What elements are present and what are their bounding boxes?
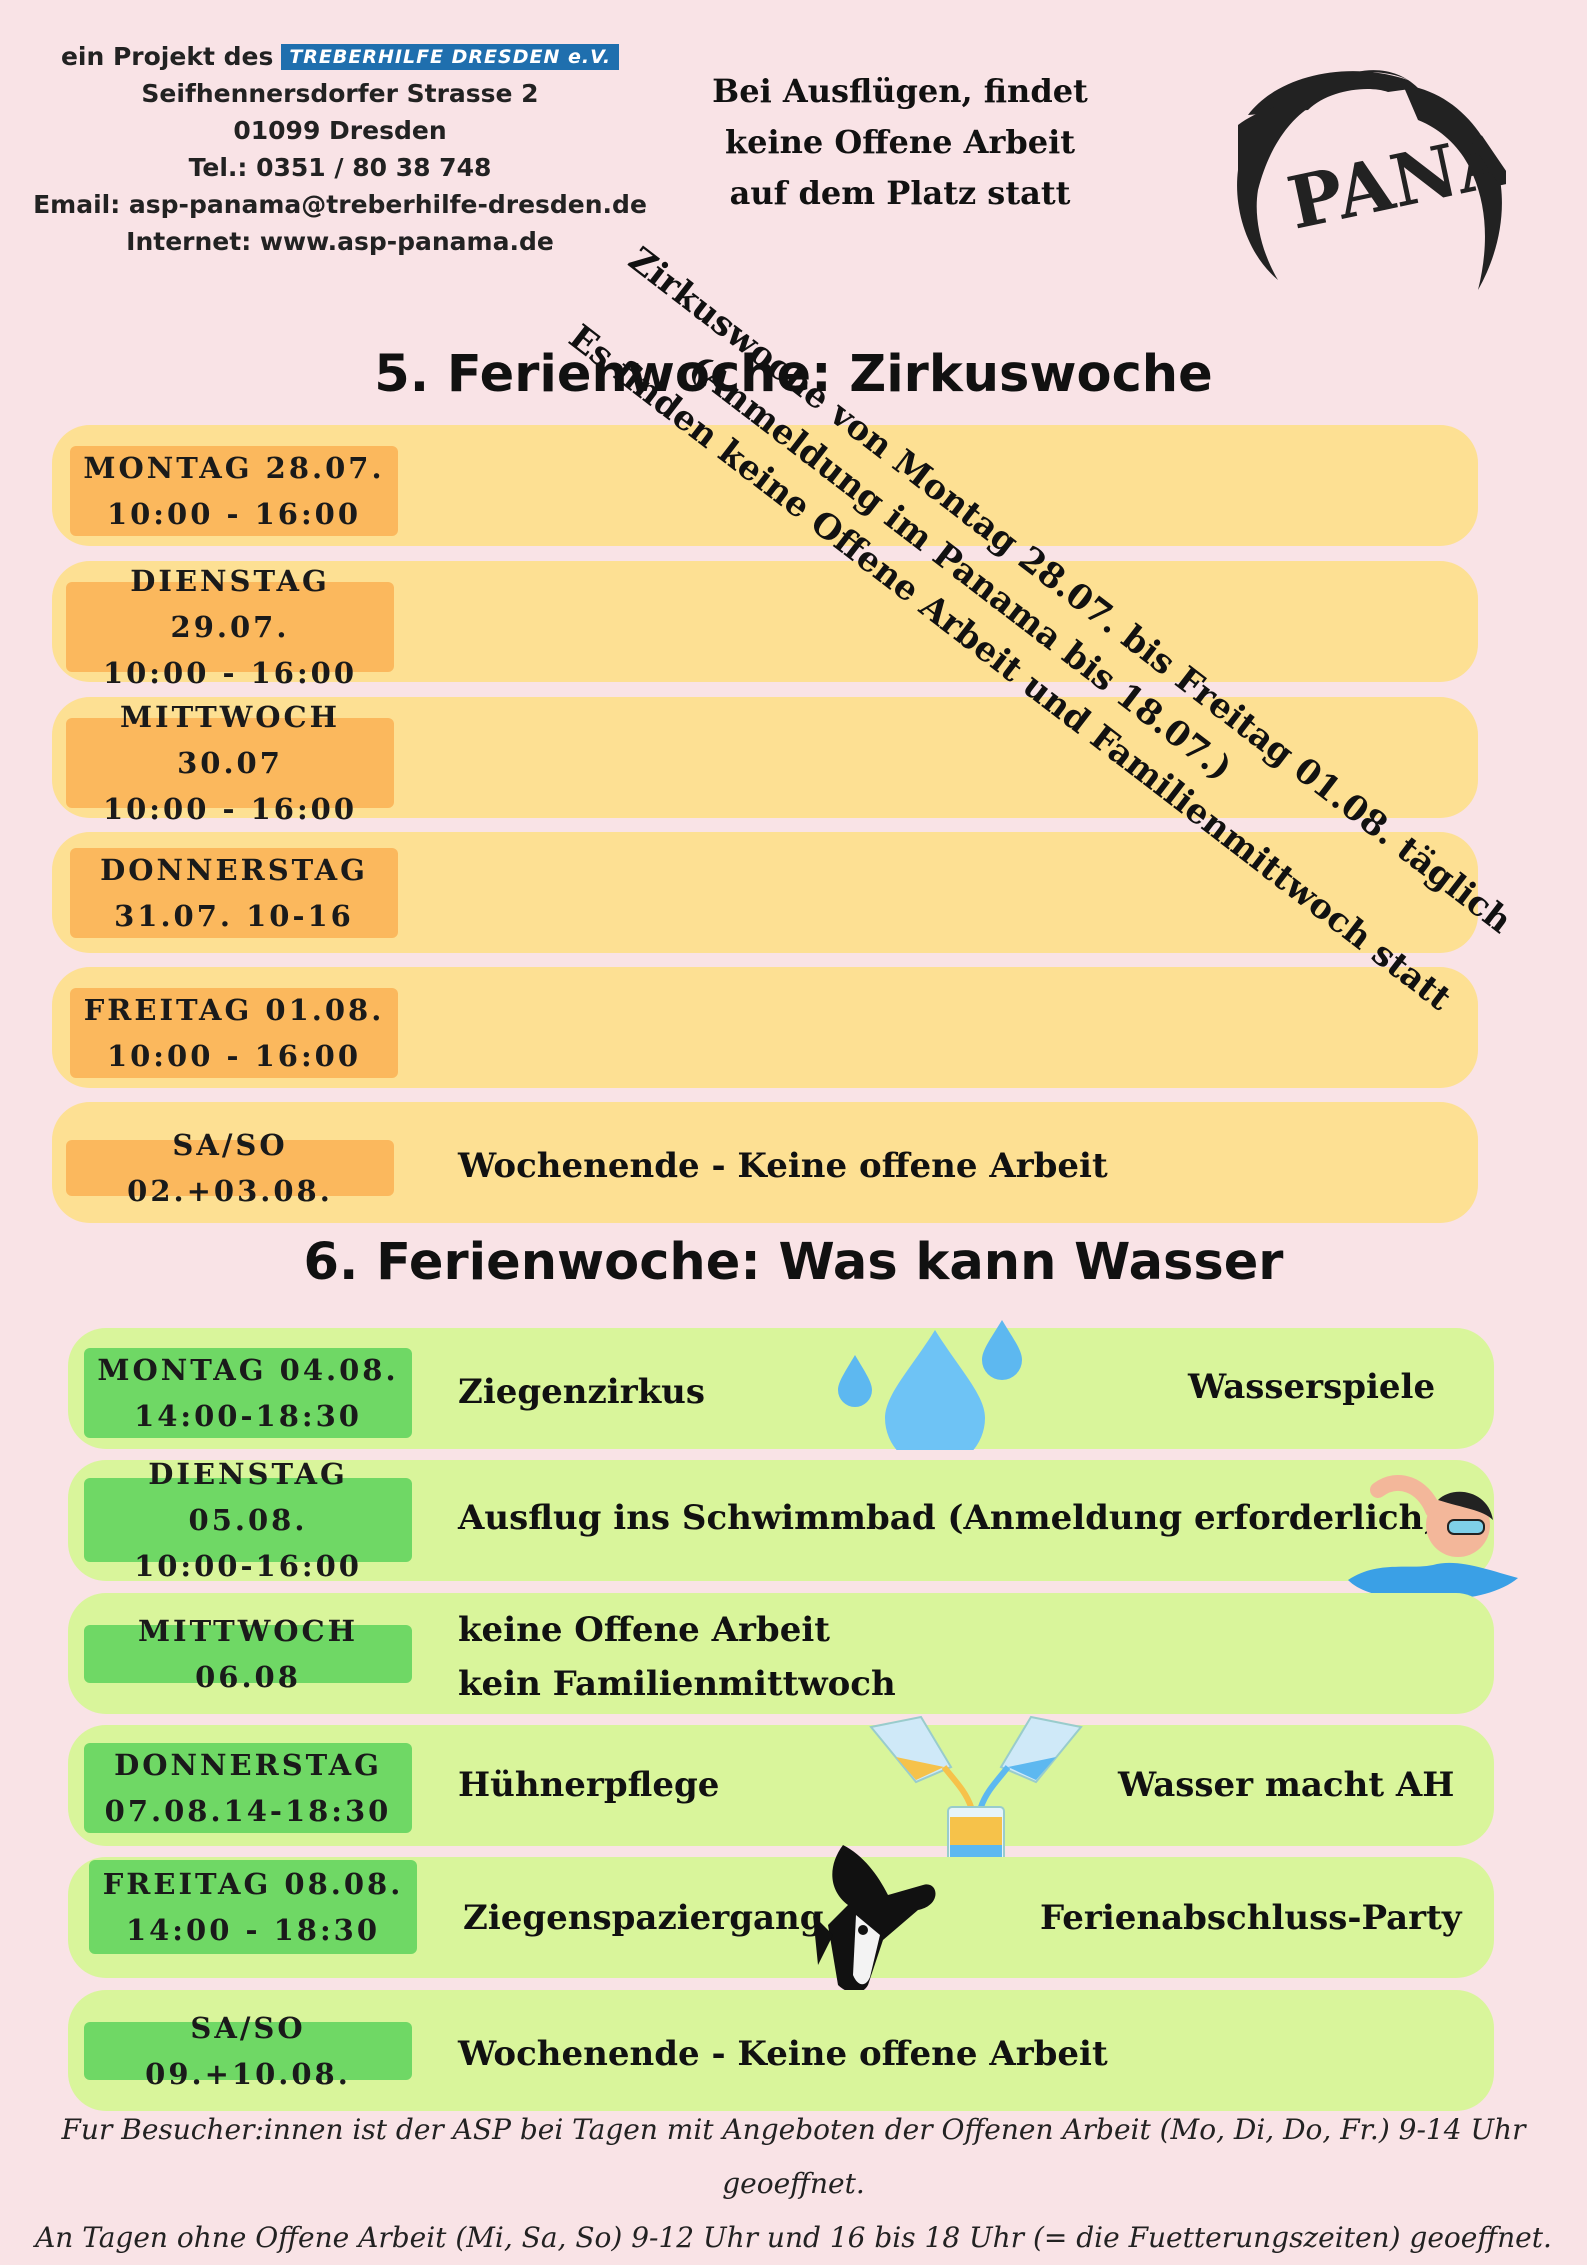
week6-activity-left: Hühnerpflege (458, 1765, 720, 1805)
city: 01099 Dresden (233, 116, 447, 145)
week6-day-badge: FREITAG 08.08.14:00 - 18:30 (89, 1860, 417, 1954)
week5-day-badge: DIENSTAG 29.07.10:00 - 16:00 (66, 564, 394, 690)
week6-activity-left: Ziegenzirkus (458, 1372, 706, 1412)
week6-activity-right: Ferienabschluss-Party (1040, 1898, 1462, 1938)
excursion-notice: Bei Ausflügen, findet keine Offene Arbei… (712, 72, 1088, 212)
week6-day-badge: DIENSTAG 05.08.10:00-16:00 (84, 1457, 412, 1583)
week6-activity-right: Wasserspiele (1188, 1367, 1436, 1407)
week6-activity-left: keine Offene Arbeit (458, 1610, 830, 1650)
week6-activity-right: Wasser macht AH (1118, 1765, 1455, 1805)
week6-activity-left-2: kein Familienmittwoch (458, 1664, 896, 1704)
swimmer-icon (1348, 1474, 1518, 1600)
week6-day-badge: SA/SO 09.+10.08. (84, 2011, 412, 2091)
week5-day-badge: MONTAG 28.07.10:00 - 16:00 (70, 446, 398, 536)
week6-activity-left: Ausflug ins Schwimmbad (Anmeldung erford… (458, 1498, 1440, 1538)
email: Email: asp-panama@treberhilfe-dresden.de (33, 190, 647, 219)
week5-day-badge: SA/SO 02.+03.08. (66, 1128, 394, 1208)
week6-title: 6. Ferienwoche: Was kann Wasser (303, 1233, 1284, 1292)
week5-title: 5. Ferienwoche: Zirkuswoche (374, 345, 1213, 404)
internet: Internet: www.asp-panama.de (126, 227, 554, 256)
goat-icon (813, 1845, 936, 1993)
week5-weekend-activity: Wochenende - Keine offene Arbeit (458, 1146, 1108, 1186)
water-drops-icon (838, 1320, 1022, 1450)
week6-weekend-activity: Wochenende - Keine offene Arbeit (458, 2034, 1108, 2074)
panama-logo: PANAMA (1237, 70, 1506, 290)
footer-note: Fur Besucher:innen ist der ASP bei Tagen… (35, 2113, 1552, 2254)
week6-day-badge: MITTWOCH 06.08 (84, 1614, 412, 1694)
week6-activity-left: Ziegenspaziergang (463, 1898, 824, 1938)
week5-day-badge: FREITAG 01.08.10:00 - 16:00 (70, 988, 398, 1078)
phone: Tel.: 0351 / 80 38 748 (188, 153, 492, 182)
logo-wordmark: PANAMA (1281, 87, 1506, 246)
treberhilfe-logo: TREBERHILFE DRESDEN e.V. (281, 44, 620, 70)
street: Seifhennersdorfer Strasse 2 (141, 79, 539, 108)
week6-day-badge: MONTAG 04.08.14:00-18:30 (84, 1348, 412, 1438)
